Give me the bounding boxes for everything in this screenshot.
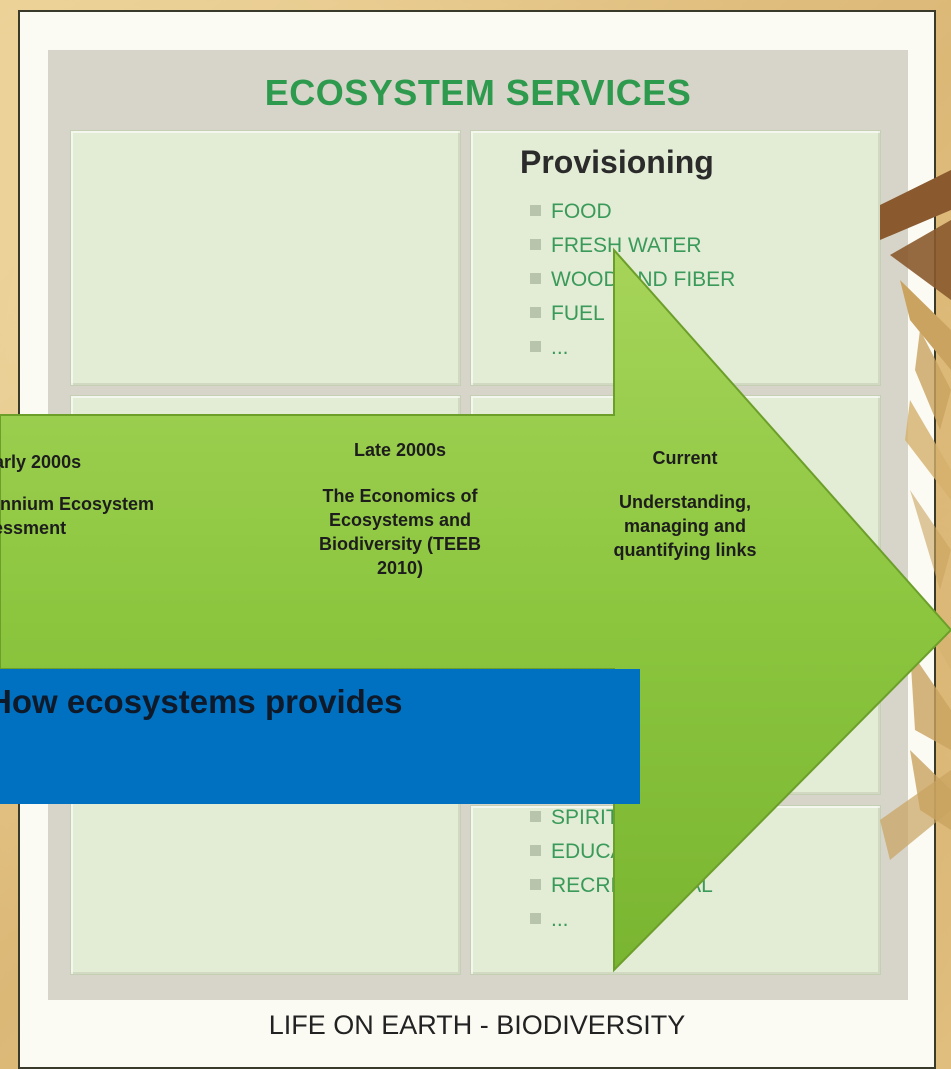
stage-early-period: Early 2000s: [0, 452, 82, 472]
ecosystem-services-title: ECOSYSTEM SERVICES: [264, 72, 692, 113]
banner-text: How ecosystems provides: [0, 683, 403, 720]
bullet-square-icon: [530, 204, 541, 216]
stage-early-text: Millennium Ecosystem Assessment: [0, 494, 155, 538]
bullet-square-icon: [530, 844, 541, 856]
bullet-square-icon: [530, 306, 541, 318]
provisioning-item: FRESH WATER: [530, 234, 702, 258]
bullet-square-icon: [530, 878, 541, 890]
bullet-square-icon: [530, 272, 541, 284]
panel-top-left: [70, 130, 461, 386]
stage-late-text: The Economics of Ecosystems and Biodiver…: [318, 486, 482, 578]
stage-late-period: Late 2000s: [353, 440, 447, 460]
provisioning-item: ...: [530, 336, 569, 360]
stage-current-text: Understanding, managing and quantifying …: [613, 492, 757, 560]
bullet-square-icon: [530, 912, 541, 924]
provisioning-item: FOOD: [530, 200, 612, 224]
bullet-square-icon: [530, 238, 541, 250]
cultural-item: ...: [530, 908, 569, 932]
bullet-square-icon: [530, 340, 541, 352]
banner-box: [0, 669, 640, 804]
decorative-ribbon-graphic: [880, 170, 951, 860]
bullet-square-icon: [530, 810, 541, 822]
provisioning-item: FUEL: [530, 302, 605, 326]
stage-current-period: Current: [652, 448, 718, 468]
biodiversity-footer: LIFE ON EARTH - BIODIVERSITY: [268, 1010, 686, 1040]
provisioning-heading: Provisioning: [520, 144, 714, 180]
provisioning-item: WOOD AND FIBER: [530, 268, 735, 292]
